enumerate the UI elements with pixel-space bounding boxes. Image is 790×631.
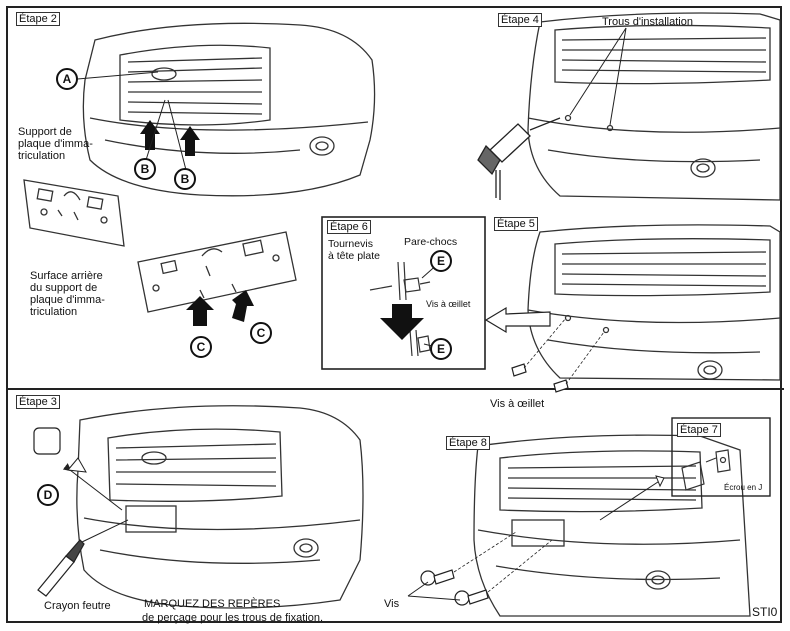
callout-e-2: E [430, 338, 452, 360]
step-4-label: Étape 4 [498, 13, 542, 27]
figure-code: STI0 [752, 605, 778, 619]
callout-b-1: B [134, 158, 156, 180]
step-5-label: Étape 5 [494, 217, 538, 231]
callout-a: A [56, 68, 78, 90]
callout-e-1: E [430, 250, 452, 272]
step5-left-arrow [484, 306, 551, 334]
callout-d: D [37, 484, 59, 506]
drill-tool [477, 117, 561, 200]
step2-arrows-b [140, 120, 200, 156]
leader-b1 [145, 99, 166, 161]
pare-chocs-label: Pare-chocs [404, 236, 458, 248]
step-3-label: Étape 3 [16, 395, 60, 409]
callout-c-1: C [190, 336, 212, 358]
crayon-label: Crayon feutre [44, 600, 111, 612]
percage-label: de perçage pour les trous de fixation. [142, 612, 324, 624]
ecrou-label: Écrou en J [724, 483, 763, 492]
step7-box [671, 417, 771, 497]
step-6-label: Étape 6 [327, 220, 371, 234]
step6-down-arrow [380, 304, 424, 340]
step3-car-front [76, 405, 364, 609]
step5-screws [511, 363, 569, 393]
step-7-label: Étape 7 [677, 423, 721, 437]
marquez-label: MARQUEZ DES REPÈRES [144, 598, 281, 610]
detail-d-box [33, 427, 61, 455]
plate-holder-rear [137, 231, 297, 313]
step6-box [321, 216, 486, 370]
step8-screws [420, 569, 489, 606]
step2-car-front [82, 22, 376, 197]
vis-label: Vis [384, 598, 400, 610]
marker-pen [37, 539, 85, 597]
step2-arrows-c [186, 290, 254, 326]
support-label: Support de plaque d'imma- triculation [18, 126, 93, 162]
figure-frame [6, 6, 784, 623]
step-8-label: Étape 8 [446, 436, 490, 450]
callout-b-2: B [174, 168, 196, 190]
step5-car-front [527, 224, 781, 381]
rear-surface-label: Surface arrière du support de plaque d'i… [30, 270, 105, 318]
leader-b2 [167, 99, 187, 171]
callout-c-2: C [250, 322, 272, 344]
divider-line [8, 388, 784, 390]
vis-oeillet-small-label: Vis à œillet [426, 299, 471, 309]
plate-holder-front [23, 179, 125, 247]
step-2-label: Étape 2 [16, 12, 60, 26]
vis-oeillet-label: Vis à œillet [490, 398, 545, 410]
trous-label: Trous d'installation [602, 16, 693, 28]
leader-a [65, 71, 159, 81]
step6-detail [369, 261, 431, 357]
step8-car-front [473, 434, 751, 617]
tournevis-label: Tournevis à tête plate [328, 238, 380, 262]
step7-detail [681, 449, 731, 491]
step4-car-front [527, 12, 781, 201]
